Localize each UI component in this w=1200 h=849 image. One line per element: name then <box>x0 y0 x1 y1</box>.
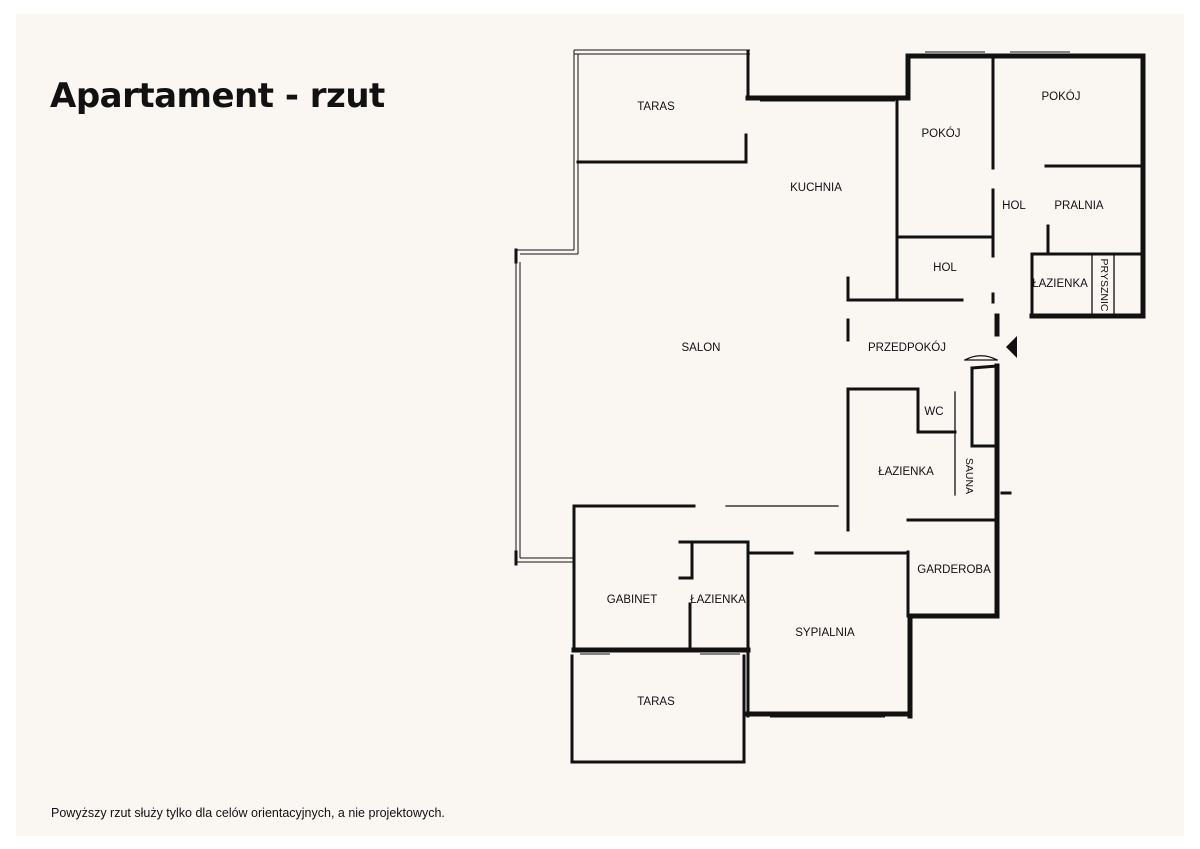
room-label-hol-lower: HOL <box>933 262 957 274</box>
room-label-przedpokoj: PRZEDPOKÓJ <box>868 341 946 354</box>
page-title: Apartament - rzut <box>50 76 385 116</box>
room-label-gabinet: GABINET <box>607 594 657 606</box>
west-wall <box>514 162 579 566</box>
north-walls <box>745 51 1146 319</box>
sw-walls <box>570 504 913 764</box>
room-label-wc: WC <box>924 406 943 418</box>
footnote-disclaimer: Powyższy rzut służy tylko dla celów orie… <box>51 806 445 820</box>
entrance <box>964 313 1017 361</box>
room-label-lazienka-sw: ŁAZIENKA <box>690 594 746 606</box>
room-label-taras-top: TARAS <box>637 101 675 113</box>
terrace-top-walls <box>573 49 750 164</box>
ne-rooms-walls <box>846 54 1145 318</box>
room-label-lazienka-ne: ŁAZIENKA <box>1032 278 1088 290</box>
room-label-salon: SALON <box>682 342 721 354</box>
room-label-kuchnia: KUCHNIA <box>790 182 842 194</box>
room-label-pralnia: PRALNIA <box>1054 200 1104 212</box>
plan-sheet <box>16 14 1184 836</box>
room-label-lazienka-mid: ŁAZIENKA <box>878 466 934 478</box>
room-label-sauna: SAUNA <box>963 458 975 494</box>
room-label-pokoj-right: POKÓJ <box>1042 90 1081 103</box>
room-label-sypialnia: SYPIALNIA <box>795 627 855 639</box>
room-labels: TARAS KUCHNIA POKÓJ POKÓJ HOL PRALNIA HO… <box>607 90 1110 708</box>
room-label-pokoj-left: POKÓJ <box>922 127 961 140</box>
room-label-hol-upper: HOL <box>1002 200 1026 212</box>
room-label-prysznic: PRYSZNIC <box>1098 259 1110 312</box>
room-label-garderoba: GARDEROBA <box>917 564 991 576</box>
central-walls <box>846 318 1012 619</box>
room-label-taras-bottom: TARAS <box>637 696 675 708</box>
